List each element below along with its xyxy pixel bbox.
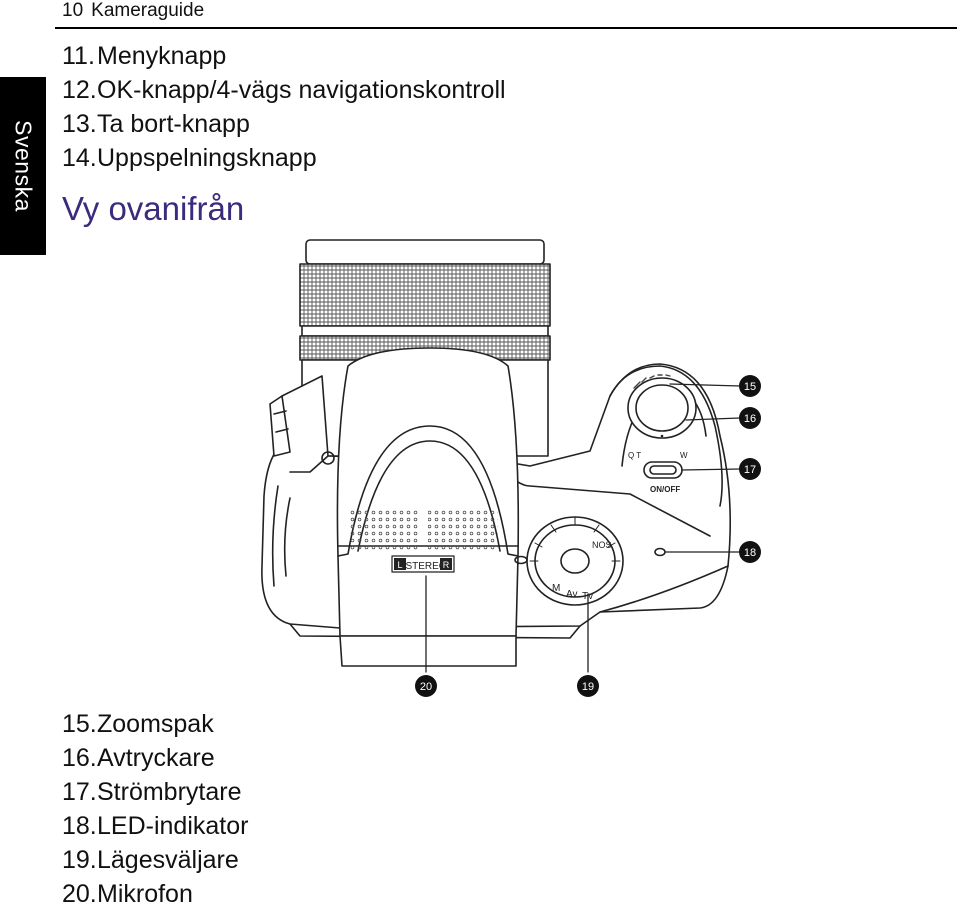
callout-19: 19 — [582, 681, 594, 693]
callout-20: 20 — [420, 681, 432, 693]
list-item: 15.Zoomspak — [62, 707, 248, 741]
shutter-button — [627, 374, 697, 439]
stereo-r-label: R — [443, 560, 450, 570]
svg-text:NOS: NOS — [592, 540, 612, 550]
item-number: 17. — [62, 778, 97, 806]
item-number: 15. — [62, 710, 97, 738]
viewfinder-hump: L STEREO R — [336, 347, 520, 667]
callouts: 15 16 17 18 19 20 — [415, 375, 761, 697]
header-title: Kameraguide — [91, 0, 205, 21]
item-number: 16. — [62, 744, 97, 772]
list-item: 19.Lägesväljare — [62, 843, 248, 877]
stereo-label: STEREO — [405, 561, 446, 572]
button-list-bottom: 15.Zoomspak 16.Avtryckare 17.Strömbrytar… — [62, 707, 248, 911]
mode-dial: M Av Tv NOS — [526, 516, 624, 606]
power-label: ON/OFF — [650, 485, 680, 494]
callout-17: 17 — [744, 464, 756, 476]
item-number: 14. — [62, 144, 97, 172]
callout-leaders — [425, 383, 741, 673]
svg-text:Av: Av — [566, 589, 578, 600]
list-item: 11.Menyknapp — [62, 39, 506, 73]
list-item: 16.Avtryckare — [62, 741, 248, 775]
item-number: 11. — [62, 42, 95, 70]
list-item: 12.OK-knapp/4-vägs navigationskontroll — [62, 73, 506, 107]
zoom-t-label: Q T — [628, 451, 641, 460]
item-text: Lägesväljare — [97, 846, 239, 874]
page-header: 10 Kameraguide — [62, 0, 204, 22]
item-text: Strömbrytare — [97, 778, 242, 806]
list-item: 20.Mikrofon — [62, 877, 248, 911]
language-tab: Svenska — [0, 77, 46, 255]
page-number: 10 — [62, 0, 84, 21]
svg-text:M: M — [552, 583, 560, 594]
list-item: 13.Ta bort-knapp — [62, 107, 506, 141]
item-number: 12. — [62, 76, 97, 104]
callout-18: 18 — [744, 547, 756, 559]
list-item: 18.LED-indikator — [62, 809, 248, 843]
led-indicator — [654, 547, 666, 557]
stereo-l-label: L — [397, 560, 402, 570]
list-item: 14.Uppspelningsknapp — [62, 141, 506, 175]
item-text: Uppspelningsknapp — [97, 144, 317, 172]
item-number: 18. — [62, 812, 97, 840]
section-title: Vy ovanifrån — [62, 190, 245, 227]
item-number: 19. — [62, 846, 97, 874]
list-item: 17.Strömbrytare — [62, 775, 248, 809]
item-text: Avtryckare — [97, 744, 215, 772]
camera-top-view-diagram: L STEREO R M Av Tv NOS Q T W ON/OFF — [261, 239, 761, 697]
item-number: 13. — [62, 110, 97, 138]
item-text: Zoomspak — [97, 710, 214, 738]
language-tab-label: Svenska — [10, 120, 37, 212]
item-text: LED-indikator — [97, 812, 249, 840]
item-number: 20. — [62, 880, 97, 908]
item-text: OK-knapp/4-vägs navigationskontroll — [97, 76, 506, 104]
item-text: Mikrofon — [97, 880, 193, 908]
item-text: Menyknapp — [97, 42, 227, 70]
button-list-top: 11.Menyknapp 12.OK-knapp/4-vägs navigati… — [62, 39, 506, 175]
power-switch — [643, 461, 683, 479]
item-text: Ta bort-knapp — [97, 110, 250, 138]
zoom-w-label: W — [680, 451, 688, 460]
header-rule — [55, 27, 957, 29]
callout-16: 16 — [744, 413, 756, 425]
callout-15: 15 — [744, 381, 756, 393]
